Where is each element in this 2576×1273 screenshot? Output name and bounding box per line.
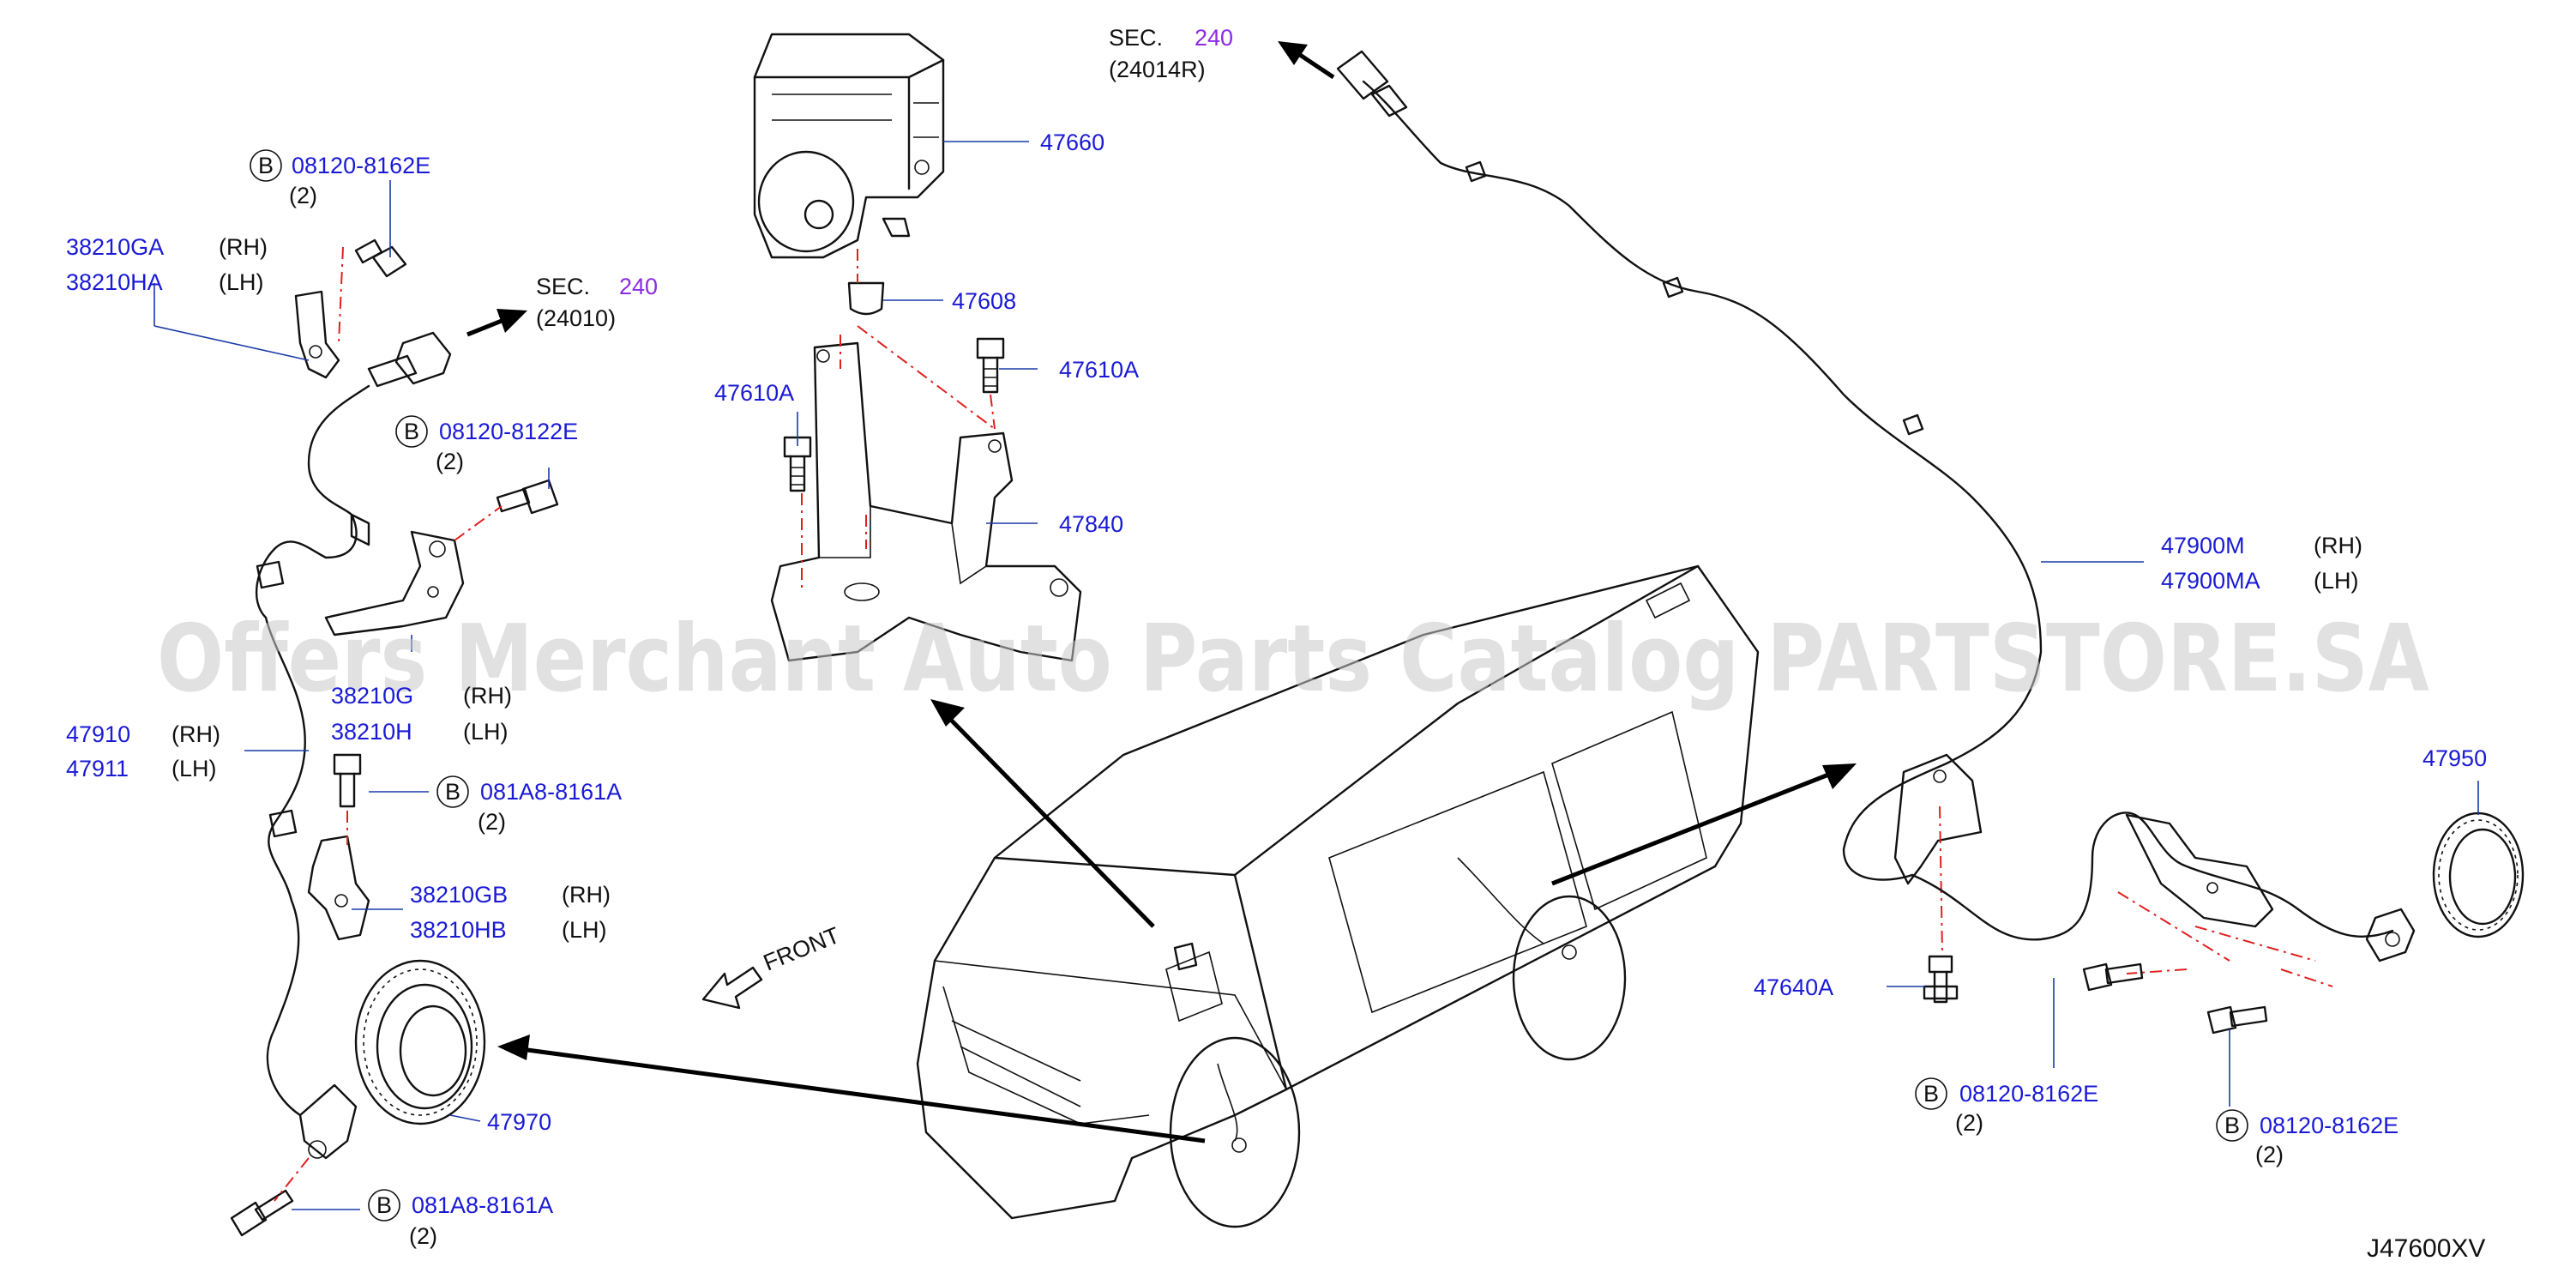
front-lower-bracket-illustration [307,835,370,941]
part-08120-8122e[interactable]: 08120-8122E [439,419,578,444]
part-47900ma[interactable]: 47900MA [2161,568,2260,594]
bolt-47610a-left [783,436,812,492]
side-38210ha: (LH) [219,269,264,295]
sec-left-label: SEC. [536,274,590,299]
side-38210ga: (RH) [219,234,268,260]
part-38210ha[interactable]: 38210HA [66,269,163,295]
part-47660[interactable]: 47660 [1040,130,1104,155]
part-47610a-left[interactable]: 47610A [714,380,794,406]
b-marker-2-text: B [404,419,419,444]
bolt-08120-8162e-top [354,238,407,278]
rear-wheel-sensor-illustration [2365,908,2416,962]
pointer-arrows [466,41,1857,1143]
front-upper-bracket-illustration [294,290,340,379]
sec-top-label: SEC. [1109,25,1163,51]
part-081a8-8161a-upper[interactable]: 081A8-8161A [480,779,622,805]
side-38210h: (LH) [463,719,509,745]
part-38210gb[interactable]: 38210GB [410,882,508,908]
side-38210g: (RH) [463,683,512,709]
part-47608[interactable]: 47608 [952,288,1016,314]
qty-081a8-8161a-lower: (2) [409,1223,437,1249]
side-47910: (RH) [172,721,220,747]
b-marker-1-text: B [258,153,274,178]
front-sensor-rotor-illustration [354,959,486,1125]
part-081a8-8161a-lower[interactable]: 081A8-8161A [412,1192,553,1218]
front-middle-bracket-illustration [324,530,465,636]
b-marker-2 [395,415,428,448]
part-47910[interactable]: 47910 [66,721,130,747]
b-marker-6-text: B [2224,1113,2240,1138]
bolt-47640a [1923,955,1959,1004]
rear-sensor-bracket-illustration [2125,813,2274,928]
rear-sensor-wire [1911,811,2394,941]
diagram-code: J47600XV [2367,1234,2485,1263]
part-08120-8162e-top[interactable]: 08120-8162E [292,153,430,178]
bolt-081a8-8161a-upper [333,753,362,808]
bolt-081a8-8161a-lower [230,1189,294,1237]
b-marker-3-text: B [445,779,460,805]
front-label: FRONT [760,922,843,976]
side-47900m: (RH) [2314,533,2362,558]
b-marker-5 [1915,1077,1947,1110]
sec-left-number: 240 [619,274,658,299]
qty-08120-8162e-rear-2: (2) [2255,1142,2284,1167]
sec-left-ref: (24010) [536,305,616,331]
part-38210hb[interactable]: 38210HB [410,917,507,943]
front-direction-arrow [701,966,763,1010]
b-marker-5-text: B [1923,1081,1939,1107]
part-47950[interactable]: 47950 [2423,745,2487,771]
abs-bracket-illustration [770,281,1082,662]
side-47900ma: (LH) [2314,568,2359,594]
front-sensor-wire [255,384,370,1117]
qty-08120-8162e-top: (2) [289,183,317,208]
bolt-47610a-right [976,337,1005,394]
part-38210ga[interactable]: 38210GA [66,234,164,260]
bolt-08120-8162e-rear-1 [2082,962,2144,992]
sec-top-number: 240 [1195,25,1233,51]
part-47610a-right[interactable]: 47610A [1059,357,1139,383]
rear-sensor-rotor-illustration [2432,811,2525,938]
bolt-08120-8162e-rear-2 [2206,1005,2268,1035]
b-marker-4-text: B [376,1192,392,1218]
part-47970[interactable]: 47970 [487,1109,551,1135]
qty-08120-8162e-rear-1: (2) [1955,1110,1983,1136]
part-38210h[interactable]: 38210H [331,719,412,745]
abs-actuator-illustration [753,33,945,259]
part-38210g[interactable]: 38210G [331,683,413,709]
b-marker-3 [436,775,469,808]
qty-081a8-8161a-upper: (2) [478,809,506,835]
connector-left-illustration [367,331,452,388]
van-illustration [916,564,1760,1228]
sec-top-ref: (24014R) [1109,57,1206,82]
rear-harness-wire [1362,80,2043,881]
rear-connector-illustration [1336,50,1408,118]
rear-bracket-illustration [1893,753,1983,885]
side-38210hb: (LH) [562,917,607,943]
watermark: Offers Merchant Auto Parts Catalog PARTS… [157,606,2429,713]
part-47840[interactable]: 47840 [1059,511,1123,537]
b-marker-4 [368,1189,400,1222]
front-wheel-sensor-illustration [298,1083,358,1160]
qty-08120-8122e: (2) [436,449,464,474]
part-47911[interactable]: 47911 [66,756,129,781]
side-38210gb: (RH) [562,882,611,908]
b-marker-6 [2216,1109,2248,1142]
part-08120-8162e-rear-1[interactable]: 08120-8162E [1959,1081,2098,1107]
b-marker-1 [250,149,282,182]
part-47900m[interactable]: 47900M [2161,533,2245,558]
part-08120-8162e-rear-2[interactable]: 08120-8162E [2260,1113,2398,1138]
leader-lines [153,141,2479,1210]
part-47640a[interactable]: 47640A [1754,974,1833,1000]
side-47911: (LH) [172,756,217,781]
